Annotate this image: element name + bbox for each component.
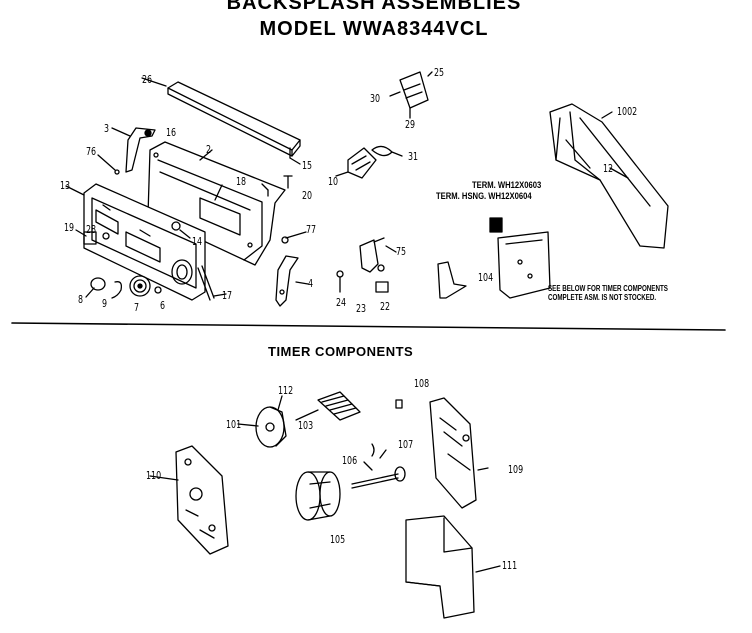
callout-75: 75: [396, 245, 407, 258]
timer-note-line2: COMPLETE ASM. IS NOT STOCKED.: [548, 293, 657, 302]
callout-103: 103: [298, 419, 314, 432]
callout-2: 2: [206, 143, 212, 156]
callout-6: 6: [160, 299, 166, 312]
part-109-bracket: [429, 397, 477, 509]
callout-104: 104: [478, 271, 494, 284]
callout-77: 77: [306, 223, 317, 236]
part-9-spring: [111, 281, 123, 299]
callout-29: 29: [405, 118, 416, 131]
callout-28: 28: [86, 223, 97, 236]
part-110-frame: [175, 445, 229, 555]
callout-25: 25: [434, 66, 445, 79]
part-107-washer: [371, 443, 375, 457]
callout-7: 7: [134, 301, 140, 314]
callout-31: 31: [408, 150, 419, 163]
callout-13: 13: [60, 179, 71, 192]
part-108-clip: [395, 399, 403, 409]
part-17-rod: [197, 265, 227, 301]
part-106-shaft: [351, 466, 406, 489]
callout-111: 111: [502, 559, 518, 572]
part-14-knob: [171, 221, 191, 239]
diagram-title: BACKSPLASH ASSEMBLIES: [226, 0, 522, 14]
part-7-knob: [129, 275, 151, 297]
callout-108: 108: [414, 377, 430, 390]
callout-22: 22: [380, 300, 391, 313]
callout-18: 18: [236, 175, 247, 188]
callout-10: 10: [328, 175, 339, 188]
callout-20: 20: [302, 189, 313, 202]
section-title-timer-components: TIMER COMPONENTS: [268, 344, 414, 359]
part-13-control-panel: [65, 183, 206, 301]
callout-109: 109: [508, 463, 524, 476]
callout-14: 14: [192, 235, 203, 248]
part-3-lever: [111, 127, 156, 173]
callout-30: 30: [370, 92, 381, 105]
callout-3: 3: [104, 122, 110, 135]
callout-4: 4: [308, 277, 314, 290]
timer-assembly: [497, 231, 551, 299]
section-divider: [11, 322, 726, 331]
part-terminal-housing: [489, 217, 503, 233]
callout-76: 76: [86, 145, 97, 158]
terminal-housing-part-number: TERM. HSNG. WH12X0604: [436, 191, 532, 201]
model-number: MODEL WWA8344VCL: [259, 18, 489, 40]
small-hardware: [97, 147, 307, 244]
callout-107: 107: [398, 438, 414, 451]
part-6-ring: [154, 286, 162, 294]
callout-8: 8: [78, 293, 84, 306]
callout-106: 106: [342, 454, 358, 467]
part-8-button: [85, 277, 106, 298]
part-19-knob: [75, 229, 110, 245]
callout-16: 16: [166, 126, 177, 139]
part-111-cover: [405, 515, 475, 619]
part-1002-console: [549, 103, 669, 249]
part-105-drum: [295, 471, 341, 521]
timer-note-line1: SEE BELOW FOR TIMER COMPONENTS: [548, 284, 668, 293]
part-101-motor: [255, 395, 287, 448]
terminal-part-number: TERM. WH12X0603: [472, 180, 542, 190]
part-4-bracket: [275, 255, 309, 307]
part-26-top-cap: [141, 77, 301, 157]
callout-1002: 1002: [617, 105, 638, 118]
callout-15: 15: [302, 159, 313, 172]
callout-112: 112: [278, 384, 294, 397]
callout-9: 9: [102, 297, 108, 310]
part-10-switch: [335, 147, 377, 179]
callout-12: 12: [603, 162, 614, 175]
callout-105: 105: [330, 533, 346, 546]
callout-24: 24: [336, 296, 347, 309]
callout-19: 19: [64, 221, 75, 234]
callout-26: 26: [142, 73, 153, 86]
callout-23: 23: [356, 302, 367, 315]
callout-101: 101: [226, 418, 242, 431]
callout-17: 17: [222, 289, 233, 302]
part-103-cams: [317, 391, 361, 421]
parts-22-23-24-75: [336, 237, 397, 293]
part-25-switch: [389, 71, 433, 119]
part-104-wire: [437, 261, 467, 299]
callout-110: 110: [146, 469, 162, 482]
part-31-clip: [371, 145, 403, 157]
